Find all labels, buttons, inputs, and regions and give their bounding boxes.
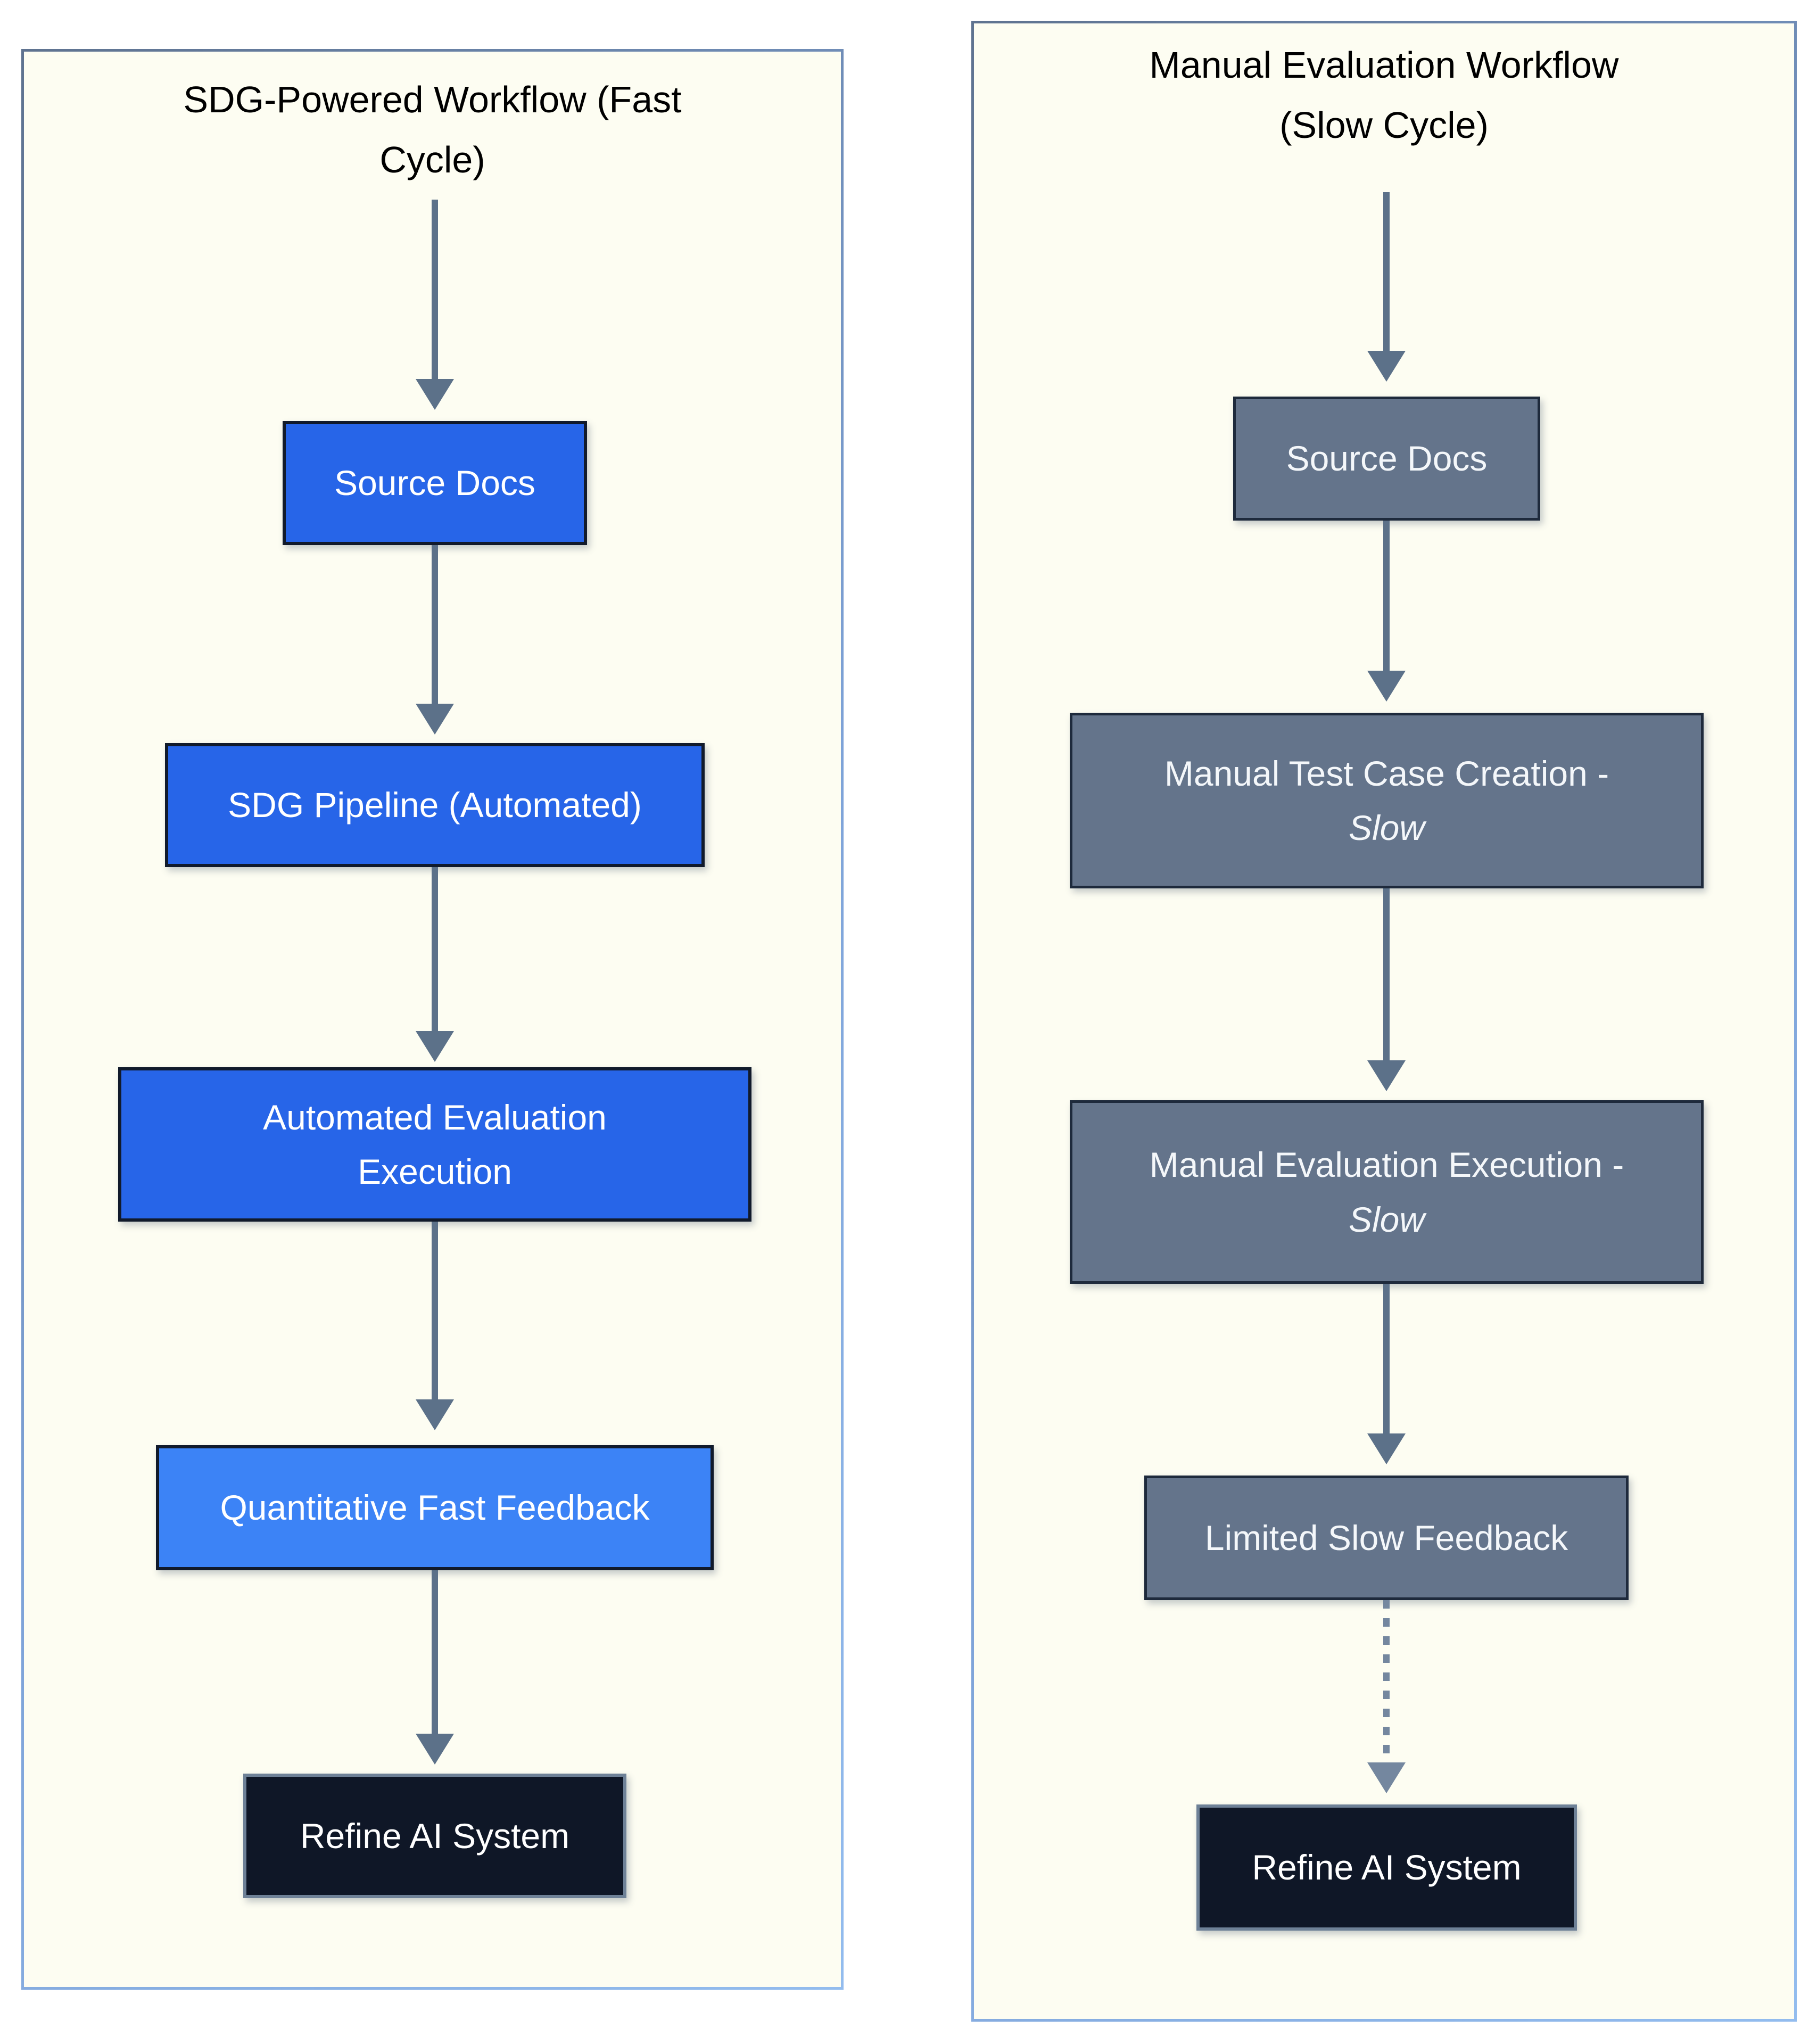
- arrow-stem: [1383, 888, 1390, 1060]
- panel-manual-slow-cycle: Manual Evaluation Workflow (Slow Cycle) …: [971, 21, 1797, 2022]
- arrow-head-icon: [1367, 1433, 1406, 1464]
- arrow-stem: [1383, 192, 1390, 351]
- flow-box-source-docs: Source Docs: [1233, 397, 1540, 521]
- arrow-head-icon: [1367, 351, 1406, 382]
- panel-title-fast-cycle: SDG-Powered Workflow (Fast Cycle): [24, 70, 841, 191]
- flow-box-manual-evaluation-execution: Manual Evaluation Execution - Slow: [1070, 1100, 1704, 1284]
- flow-box-quantitative-fast-feedback: Quantitative Fast Feedback: [156, 1445, 714, 1570]
- flow-box-label-line1: Manual Evaluation Execution -: [1149, 1145, 1624, 1185]
- flow-box-label-line2: Slow: [1348, 1199, 1425, 1239]
- flow-box-limited-slow-feedback: Limited Slow Feedback: [1144, 1476, 1629, 1600]
- arrow-stem: [432, 200, 438, 379]
- panel-title-line1: SDG-Powered Workflow (Fast: [183, 79, 682, 120]
- flow-box-automated-evaluation-execution: Automated Evaluation Execution: [118, 1067, 751, 1222]
- flow-box-manual-test-case-creation: Manual Test Case Creation - Slow: [1070, 713, 1704, 888]
- arrow-head-icon: [1367, 1060, 1406, 1091]
- arrow-head-icon: [1367, 671, 1406, 702]
- arrow-head-icon: [416, 1734, 454, 1765]
- arrow-stem: [432, 545, 438, 704]
- flow-box-source-docs: Source Docs: [283, 421, 587, 545]
- arrow-head-icon: [416, 379, 454, 410]
- dotted-arrow-head-icon: [1367, 1762, 1406, 1793]
- flow-box-label: Refine AI System: [300, 1816, 570, 1856]
- arrow-stem: [1383, 1284, 1390, 1433]
- flow-box-label: Refine AI System: [1252, 1848, 1522, 1888]
- arrow-stem: [1383, 521, 1390, 671]
- flow-box-label: Limited Slow Feedback: [1204, 1518, 1568, 1557]
- flow-box-label: Source Docs: [334, 463, 535, 503]
- arrow-head-icon: [416, 704, 454, 735]
- arrow-stem: [432, 867, 438, 1031]
- panel-sdg-fast-cycle: SDG-Powered Workflow (Fast Cycle) Source…: [21, 49, 844, 1990]
- arrow-stem: [432, 1570, 438, 1734]
- flow-box-label-line1: Automated Evaluation: [263, 1097, 607, 1137]
- arrow-head-icon: [416, 1031, 454, 1062]
- panel-title-line2: Cycle): [379, 139, 485, 181]
- panel-title-line1: Manual Evaluation Workflow: [1149, 44, 1619, 86]
- panel-title-slow-cycle: Manual Evaluation Workflow (Slow Cycle): [974, 35, 1794, 156]
- arrow-stem: [432, 1222, 438, 1399]
- flow-box-label: Source Docs: [1286, 439, 1488, 479]
- flow-box-label-line2: Slow: [1348, 808, 1425, 847]
- arrow-head-icon: [416, 1399, 454, 1430]
- flow-box-label: Quantitative Fast Feedback: [220, 1488, 650, 1528]
- dotted-arrow-stem: [1383, 1600, 1390, 1762]
- flow-box-refine-ai-system: Refine AI System: [1196, 1804, 1577, 1931]
- flow-box-refine-ai-system: Refine AI System: [243, 1774, 626, 1898]
- flow-box-label-line2: Execution: [358, 1152, 512, 1191]
- flow-box-label-line1: Manual Test Case Creation -: [1164, 753, 1609, 793]
- flow-box-sdg-pipeline: SDG Pipeline (Automated): [165, 743, 705, 867]
- flow-box-label: SDG Pipeline (Automated): [228, 785, 642, 825]
- panel-title-line2: (Slow Cycle): [1279, 104, 1489, 146]
